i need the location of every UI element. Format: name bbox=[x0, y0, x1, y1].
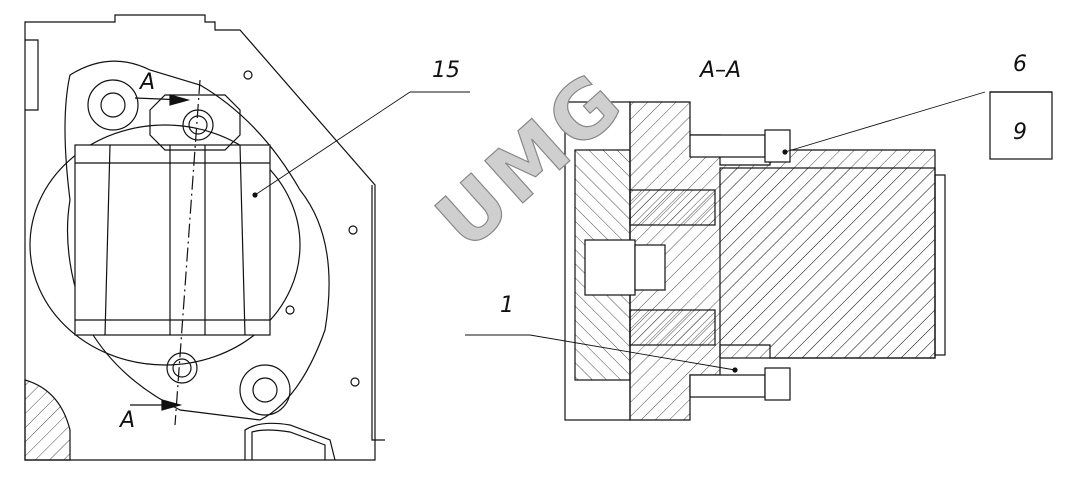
callout-1: 1 bbox=[500, 293, 514, 318]
section-view bbox=[465, 91, 986, 421]
callout-6: 6 bbox=[1013, 52, 1027, 77]
callout-15: 15 bbox=[432, 58, 460, 83]
callout-9: 9 bbox=[1013, 120, 1027, 145]
callout-table bbox=[989, 91, 1053, 160]
section-title: A–A bbox=[700, 58, 742, 83]
front-view bbox=[24, 14, 470, 461]
section-mark-top: A bbox=[140, 70, 156, 95]
section-mark-bottom: A bbox=[120, 408, 136, 433]
